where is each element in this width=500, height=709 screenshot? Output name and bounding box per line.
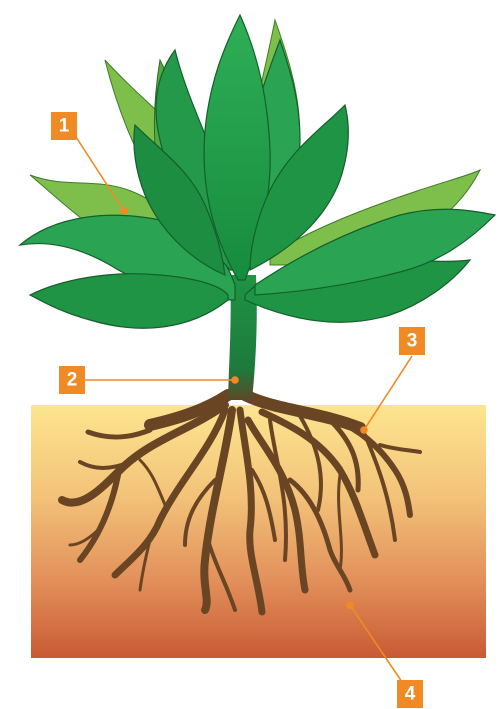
leaves (20, 15, 495, 328)
callout-4: 4 (397, 680, 423, 708)
callout-3: 3 (399, 327, 425, 355)
callout-2-number: 2 (67, 370, 78, 391)
callout-4-number: 4 (405, 684, 416, 705)
leader-dot-4 (346, 601, 354, 609)
callout-1: 1 (51, 112, 77, 140)
callout-3-number: 3 (407, 331, 418, 352)
leader-dot-2 (231, 376, 239, 384)
leader-dot-1 (120, 207, 128, 215)
callout-2: 2 (59, 366, 85, 394)
leader-dot-3 (360, 426, 368, 434)
callout-1-number: 1 (59, 116, 70, 137)
